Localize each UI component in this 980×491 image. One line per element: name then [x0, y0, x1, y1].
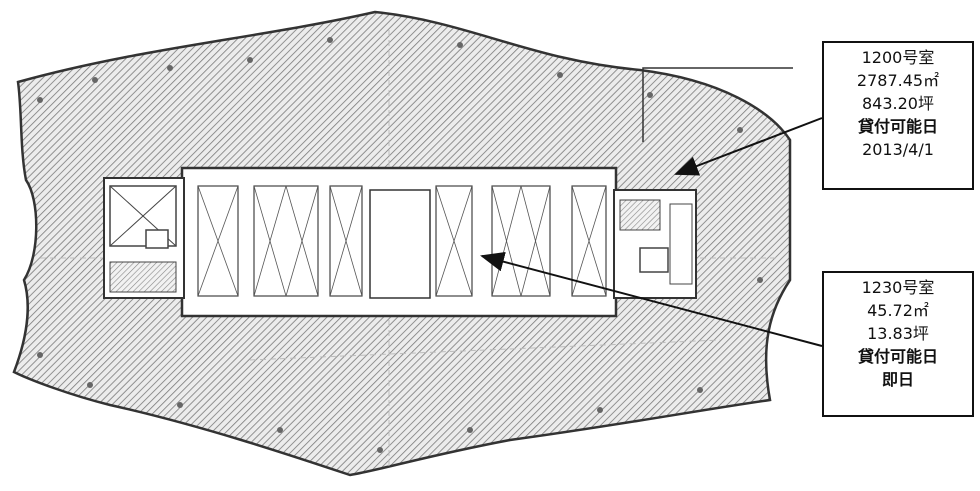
unit-1200-area-sqm: 2787.45㎡ — [856, 71, 940, 90]
unit-1230-callout: 1230号室 45.72㎡ 13.83坪 貸付可能日 即日 — [822, 271, 974, 417]
unit-1230-availability-date: 即日 — [881, 370, 914, 389]
unit-1200-room: 1200号室 — [861, 48, 935, 67]
leader-line-1200 — [642, 67, 793, 142]
building-core — [103, 166, 697, 318]
unit-1230-area-sqm: 45.72㎡ — [867, 301, 929, 320]
perimeter-columns — [37, 37, 763, 453]
unit-1230-room: 1230号室 — [861, 278, 935, 297]
unit-1200-availability-label: 貸付可能日 — [857, 117, 938, 136]
arrow-1230 — [480, 251, 823, 347]
unit-1230-availability-label: 貸付可能日 — [857, 347, 938, 366]
unit-1230-area-tsubo: 13.83坪 — [867, 324, 929, 343]
arrow-1200 — [674, 117, 823, 176]
unit-1200-area-tsubo: 843.20坪 — [862, 94, 934, 113]
unit-1200-availability-date: 2013/4/1 — [862, 140, 934, 159]
unit-1200-callout: 1200号室 2787.45㎡ 843.20坪 貸付可能日 2013/4/1 — [822, 41, 974, 190]
